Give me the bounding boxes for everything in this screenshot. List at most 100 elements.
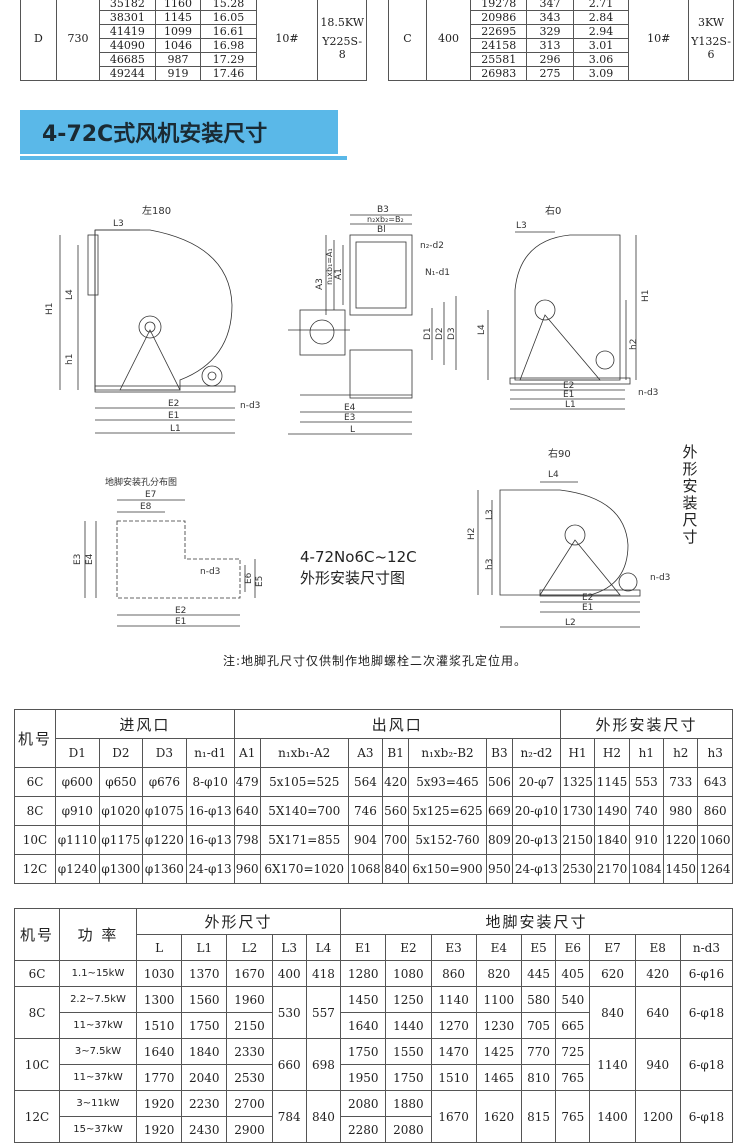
table-cell: 1450: [663, 854, 699, 884]
column-header: 机号: [14, 709, 56, 768]
table-cell: 643: [697, 767, 733, 797]
power-cell: 11~37kW: [59, 1064, 137, 1091]
dim-label: E8: [140, 502, 152, 512]
table-cell: 1920: [135, 1116, 183, 1143]
table-cell: 400: [271, 960, 307, 987]
table-cell: 770: [520, 1038, 557, 1065]
power-cell: 11~37kW: [59, 1012, 137, 1039]
column-header: E2: [385, 934, 432, 961]
table-cell: 1960: [226, 986, 273, 1013]
pressure-cell: 1099: [154, 24, 202, 39]
table-cell: 1770: [135, 1064, 183, 1091]
flow-cell: 20986: [470, 10, 528, 25]
table-cell: 1370: [181, 960, 228, 987]
dim-label: L4: [548, 470, 559, 480]
table-cell: 746: [347, 796, 384, 826]
table-cell: 530: [271, 986, 307, 1039]
column-header: E5: [520, 934, 557, 961]
dimension-table-2: 机号 功 率 外形尺寸 地脚安装尺寸 L L1 L2 L3 L4 E1 E2 E…: [14, 908, 734, 1143]
table-cell: 420: [382, 767, 410, 797]
table-cell: 1550: [385, 1038, 432, 1065]
table-cell: 1450: [340, 986, 387, 1013]
pressure-cell: 313: [526, 38, 574, 53]
power-req-cell: 3.01: [572, 38, 630, 53]
dim-label: n₂-d2: [420, 241, 444, 251]
table-cell: 1068: [347, 854, 384, 884]
center-view: B3 n₂xb₂=B₂ Bl n₂-d2 N₁-d1 A3 n₁xb₁=A₁ A…: [288, 205, 457, 435]
table-cell: 1084: [628, 854, 665, 884]
table-cell: 733: [663, 767, 699, 797]
column-header: n₁-d1: [185, 738, 235, 768]
dim-label: E4: [344, 403, 356, 413]
dim-label: L4: [477, 324, 487, 335]
flow-cell: 24158: [470, 38, 528, 53]
table-cell: 960: [233, 854, 261, 884]
model-cell: 6C: [14, 960, 60, 987]
table-cell: 2150: [226, 1012, 273, 1039]
flow-cell: 35182: [99, 0, 156, 11]
power-req-cell: 17.46: [200, 66, 257, 81]
dim-label: D3: [447, 327, 457, 340]
section-banner: 4-72C式风机安装尺寸: [20, 110, 347, 162]
table-cell: 1510: [135, 1012, 183, 1039]
pressure-cell: 329: [526, 24, 574, 39]
dim-label: L1: [565, 400, 576, 410]
table-cell: 1400: [589, 1090, 636, 1143]
dim-label: H1: [641, 290, 651, 303]
column-header: n₁xb₂-B2: [408, 738, 487, 768]
motor-model: Y225S-8: [322, 35, 363, 61]
drawing-caption-line2: 外形安装尺寸图: [300, 569, 405, 587]
table-cell: 506: [485, 767, 513, 797]
dim-label: L3: [485, 509, 495, 520]
table-cell: φ1220: [142, 825, 187, 855]
dim-label: L: [350, 425, 355, 435]
column-header: D2: [98, 738, 144, 768]
table-cell: 24-φ13: [511, 854, 561, 884]
table-cell: 6-φ18: [679, 1090, 734, 1143]
column-header: A1: [233, 738, 261, 768]
model-cell: 6C: [14, 767, 56, 797]
table-cell: 1465: [475, 1064, 522, 1091]
table-cell: 840: [305, 1090, 342, 1143]
table-cell: φ1175: [98, 825, 144, 855]
table-cell: 553: [628, 767, 665, 797]
table-cell: φ910: [55, 796, 100, 826]
drawing-caption-line1: 4-72No6C~12C: [300, 548, 417, 566]
table-cell: 6-φ18: [679, 986, 734, 1039]
table-cell: 1920: [135, 1090, 183, 1117]
column-header: E1: [340, 934, 387, 961]
table-cell: 1950: [340, 1064, 387, 1091]
column-header: n₂-d2: [511, 738, 561, 768]
table-cell: 1840: [181, 1038, 228, 1065]
flow-cell: 49244: [99, 66, 156, 81]
dim-label: E1: [175, 617, 186, 627]
flow-cell: 44090: [99, 38, 156, 53]
column-header: D3: [142, 738, 187, 768]
column-header: E4: [475, 934, 522, 961]
model-cell: 12C: [14, 854, 56, 884]
dim-label: Bl: [377, 225, 386, 235]
right-view: 右0 E2 E1 L1 n-d3 L3 H1 h2 L4: [477, 204, 658, 410]
fan-casing: [499, 489, 629, 596]
dim-label: L4: [65, 289, 75, 300]
table-cell: 20-φ7: [511, 767, 561, 797]
power-req-cell: 2.94: [572, 24, 630, 39]
table-cell: 1730: [559, 796, 596, 826]
column-header: n₁xb₁-A2: [259, 738, 349, 768]
power-req-cell: 3.09: [572, 66, 630, 81]
table-cell: 1264: [697, 854, 733, 884]
dim-label: n-d3: [638, 388, 658, 398]
pressure-cell: 919: [154, 66, 202, 81]
table-cell: 6X170=1020: [259, 854, 349, 884]
power-cell: 1.1~15kW: [59, 960, 137, 987]
table-cell: 16-φ13: [185, 796, 235, 826]
model-cell: 10C: [14, 1038, 60, 1091]
